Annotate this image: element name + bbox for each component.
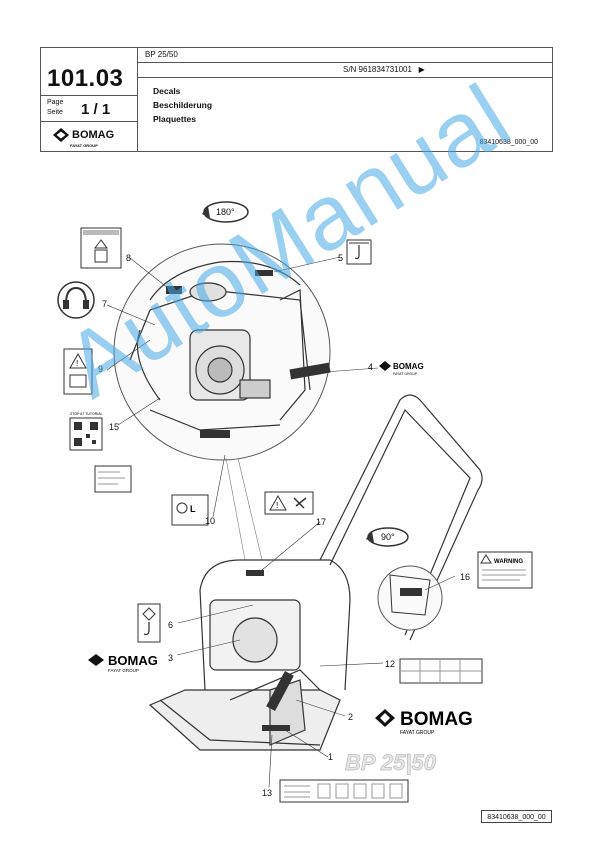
- title-en: Decals: [153, 86, 181, 96]
- rotation-arrow-90: 90°: [366, 527, 409, 547]
- divider: [137, 77, 552, 78]
- decal-mark: [262, 725, 290, 731]
- callout-2: 2: [348, 712, 353, 722]
- divider: [137, 48, 138, 151]
- page-label-de: Seite: [47, 109, 63, 116]
- serial-number: S/N 961834731001 ▶: [343, 65, 425, 74]
- engine-detail: [129, 260, 311, 431]
- callout-17: 17: [316, 517, 326, 527]
- document-number: 83410638_000_00: [479, 139, 538, 146]
- title-fr: Plaquettes: [153, 114, 196, 124]
- model-decal: BP 25|50: [345, 750, 437, 775]
- decal-mark: [289, 362, 331, 380]
- read-manual-warning-icon: !: [63, 348, 93, 395]
- decal-mark: [200, 430, 230, 438]
- callout-10: 10: [205, 516, 215, 526]
- sheet-number: 101.03: [47, 65, 124, 92]
- lift-point-decal-icon: [80, 227, 122, 269]
- callout-15: 15: [109, 422, 119, 432]
- svg-text:STOP AT TUTORIAL: STOP AT TUTORIAL: [70, 412, 103, 416]
- svg-text:BOMAG: BOMAG: [400, 709, 473, 730]
- decal-mark: [246, 570, 264, 576]
- decal-mark: [166, 286, 182, 294]
- bomag-diamond-icon: [53, 128, 69, 142]
- svg-text:BOMAG: BOMAG: [393, 362, 424, 371]
- svg-text:180°: 180°: [216, 207, 235, 217]
- page-label: Page: [47, 99, 64, 106]
- crush-warning-decal-icon: !: [264, 491, 314, 515]
- callout-7: 7: [102, 299, 107, 309]
- svg-text:BOMAG: BOMAG: [108, 653, 158, 668]
- svg-text:90°: 90°: [381, 532, 395, 542]
- warning-decal: WARNING: [477, 551, 533, 589]
- ear-protection-icon: [57, 281, 95, 319]
- svg-text:!: !: [276, 501, 278, 510]
- pictogram-strip-decal: [399, 658, 483, 684]
- callout-12: 12: [385, 659, 395, 669]
- callout-16: 16: [460, 572, 470, 582]
- svg-text:WARNING: WARNING: [494, 559, 523, 565]
- page-number: 1 / 1: [81, 101, 111, 118]
- bomag-logo: BOMAG: [53, 128, 114, 142]
- model-name: BP 25/50: [145, 50, 178, 59]
- svg-text:FAYAT GROUP: FAYAT GROUP: [393, 372, 418, 376]
- callout-9: 9: [98, 364, 103, 374]
- rotation-arrow-180: 180°: [202, 201, 249, 223]
- divider: [41, 95, 137, 96]
- logo-subtext: FAYAT GROUP: [70, 143, 98, 148]
- callout-3: 3: [168, 653, 173, 663]
- callout-6: 6: [168, 620, 173, 630]
- svg-text:!: !: [76, 359, 78, 368]
- callout-1: 1: [328, 752, 333, 762]
- callout-4: 4: [368, 362, 373, 372]
- svg-text:L: L: [190, 504, 196, 514]
- callout-8: 8: [126, 253, 131, 263]
- svg-text:FAYAT GROUP: FAYAT GROUP: [108, 668, 139, 673]
- lifting-hook-decal-icon: [346, 239, 372, 265]
- detail-circle-small: [377, 565, 443, 631]
- operating-instructions-decal: [279, 779, 409, 803]
- lifting-point-decal-icon: [137, 603, 161, 643]
- callout-5: 5: [338, 253, 343, 263]
- divider: [41, 121, 137, 122]
- divider: [137, 62, 552, 63]
- footer-document-number: 83410638_000_00: [481, 810, 552, 823]
- bomag-decal-large: BOMAG FAYAT GROUP: [375, 709, 473, 736]
- bomag-decal-medium: BOMAG FAYAT GROUP: [88, 653, 158, 673]
- callout-13: 13: [262, 788, 272, 798]
- svg-text:FAYAT GROUP: FAYAT GROUP: [400, 730, 435, 736]
- qr-code-decal-icon: STOP AT TUTORIAL: [69, 412, 103, 451]
- noise-level-decal-icon: L: [171, 494, 209, 526]
- type-plate-decal: [94, 465, 132, 493]
- bomag-decal-small: BOMAG FAYAT GROUP: [379, 361, 424, 376]
- leader-lines: [106, 256, 456, 788]
- decal-mark: [266, 670, 294, 712]
- title-block: 101.03 Page Seite 1 / 1 BOMAG FAYAT GROU…: [40, 47, 553, 152]
- decal-mark: [255, 270, 273, 276]
- machine-sketch: [148, 394, 483, 751]
- title-de: Beschilderung: [153, 100, 213, 110]
